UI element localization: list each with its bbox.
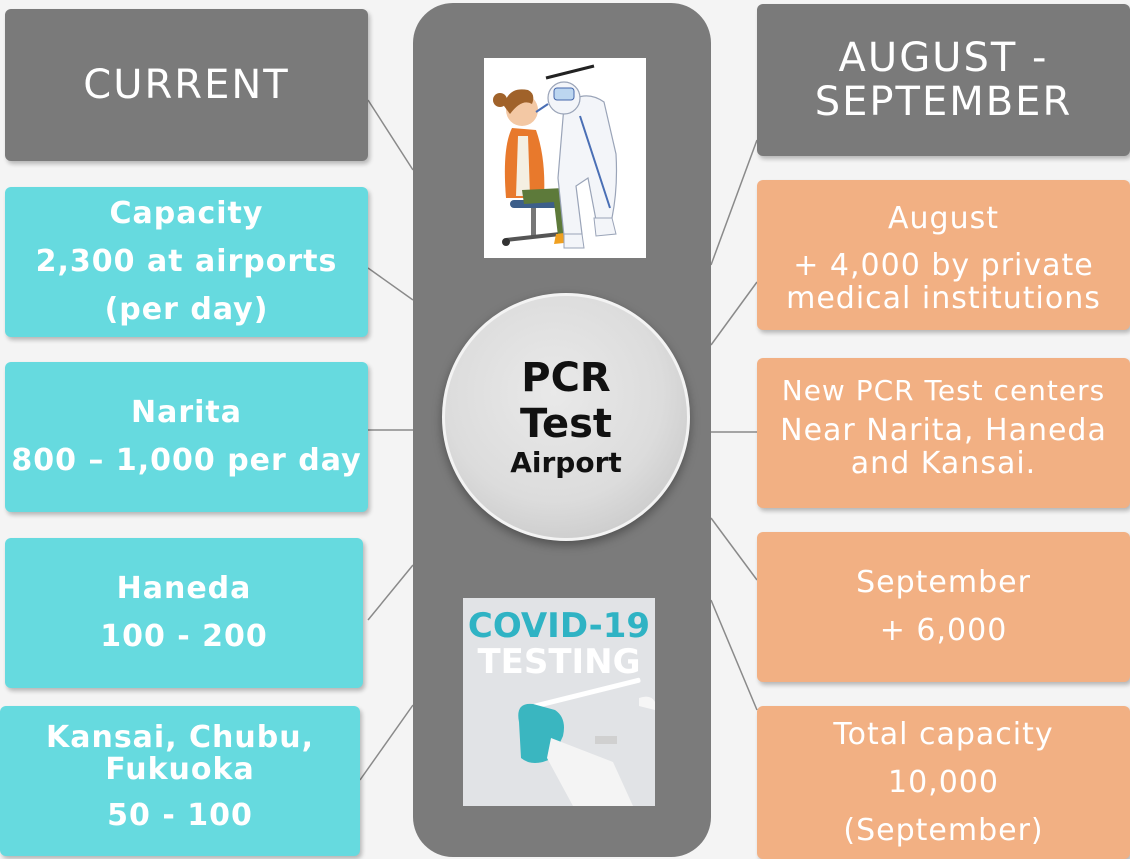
august-september-header: AUGUST - SEPTEMBER — [757, 4, 1130, 156]
center-line-test: Test — [519, 401, 613, 447]
capacity-line-1: Capacity — [109, 196, 264, 231]
kansai-line-3: 50 - 100 — [107, 798, 253, 833]
swab-test-icon — [484, 58, 646, 258]
narita-box: Narita 800 – 1,000 per day — [5, 362, 368, 512]
aug-sep-header-line-2: SEPTEMBER — [814, 79, 1073, 125]
swab-test-illustration — [484, 58, 646, 258]
capacity-line-3: (per day) — [104, 292, 269, 327]
connector-aug-sep — [710, 139, 758, 266]
pcr-test-airport-circle: PCR Test Airport — [442, 293, 690, 541]
connector-august — [710, 281, 758, 346]
haneda-line-2: 100 - 200 — [100, 619, 268, 654]
september-line-2: + 6,000 — [879, 613, 1008, 648]
connector-capacity — [367, 267, 414, 301]
total-line-2: 10,000 — [888, 764, 999, 800]
haneda-box: Haneda 100 - 200 — [5, 538, 363, 688]
kansai-chubu-fukuoka-box: Kansai, Chubu, Fukuoka 50 - 100 — [0, 706, 360, 856]
center-line-pcr: PCR — [521, 355, 611, 401]
connector-haneda — [367, 564, 414, 621]
august-line-1: August — [888, 201, 999, 236]
new-centers-line-2: Near Narita, Haneda — [780, 413, 1107, 448]
september-line-1: September — [856, 565, 1031, 600]
august-box: August + 4,000 by private medical instit… — [757, 180, 1130, 330]
total-capacity-box: Total capacity 10,000 (September) — [757, 706, 1130, 859]
total-line-3: (September) — [843, 812, 1044, 848]
gloved-hand-swab-icon — [518, 677, 655, 806]
covid-title-line1: COVID-19 — [467, 606, 651, 646]
september-box: September + 6,000 — [757, 532, 1130, 682]
new-centers-line-3: and Kansai. — [850, 446, 1037, 481]
current-header: CURRENT — [5, 9, 368, 161]
covid-testing-illustration: COVID-19 TESTING — [463, 598, 655, 806]
current-header-label: CURRENT — [83, 62, 290, 108]
kansai-line-2: Fukuoka — [105, 752, 255, 787]
august-line-3: medical institutions — [786, 281, 1101, 316]
narita-line-1: Narita — [130, 395, 242, 430]
capacity-box: Capacity 2,300 at airports (per day) — [5, 187, 368, 337]
covid-title-line2: TESTING — [477, 642, 641, 682]
kansai-line-1: Kansai, Chubu, — [45, 720, 315, 755]
haneda-line-1: Haneda — [116, 571, 252, 606]
connector-total — [710, 599, 758, 711]
connector-kansai — [359, 704, 414, 781]
august-line-2: + 4,000 by private — [793, 248, 1094, 283]
aug-sep-header-line-1: AUGUST - — [838, 35, 1049, 81]
capacity-line-2: 2,300 at airports — [35, 244, 338, 279]
center-line-airport: Airport — [510, 446, 622, 479]
narita-line-2: 800 – 1,000 per day — [11, 443, 362, 478]
new-test-centers-box: New PCR Test centers Near Narita, Haneda… — [757, 358, 1130, 508]
connector-current — [367, 99, 414, 171]
connector-september — [710, 517, 758, 581]
new-centers-line-1: New PCR Test centers — [781, 374, 1106, 407]
total-line-1: Total capacity — [833, 716, 1054, 752]
